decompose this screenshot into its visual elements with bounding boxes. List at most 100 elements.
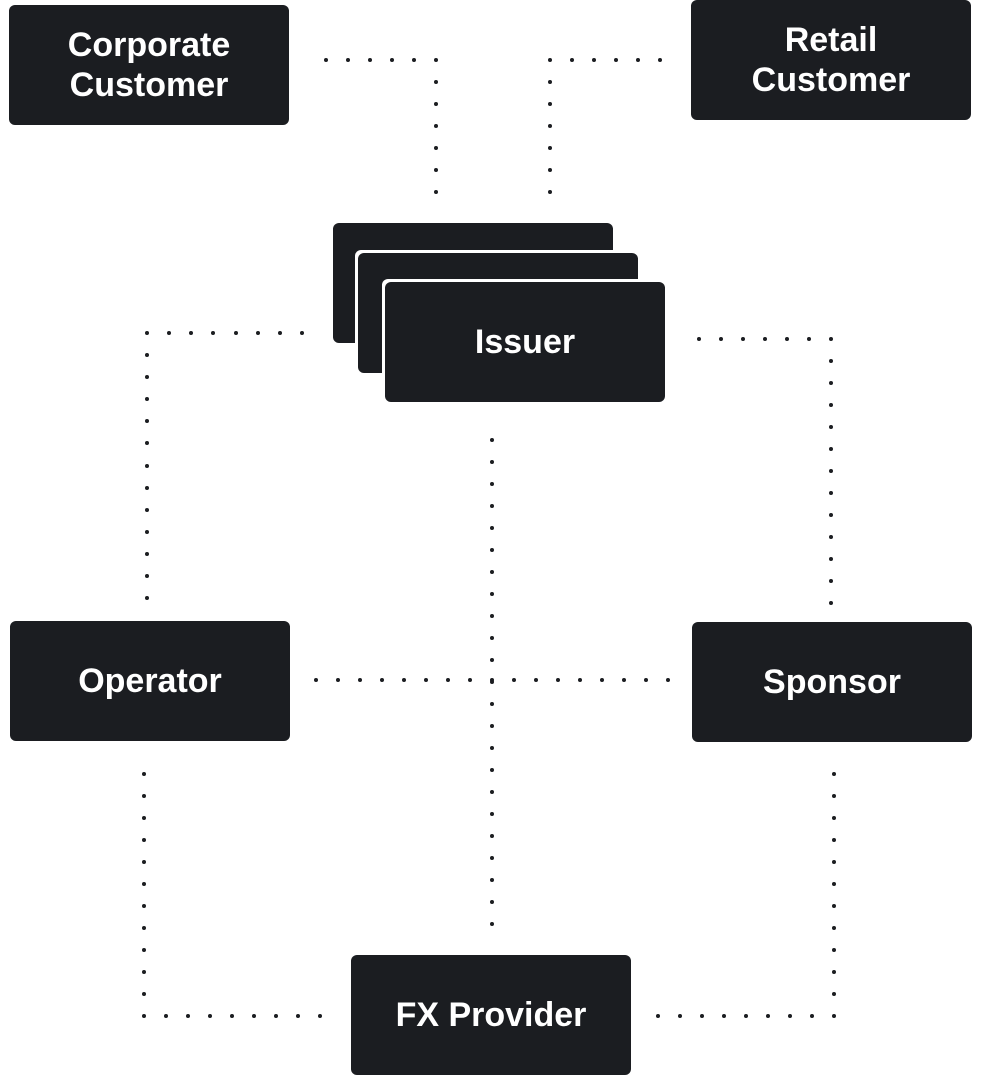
connector-dot [434, 80, 438, 84]
connector-dot [490, 482, 494, 486]
connector-dot [656, 1014, 660, 1018]
connector-dot [829, 601, 833, 605]
connector-dot [412, 58, 416, 62]
connector-dot [829, 381, 833, 385]
connector-dot [829, 337, 833, 341]
connector-dot [142, 838, 146, 842]
connector-dot [346, 58, 350, 62]
connector-dot [145, 596, 149, 600]
connector-dot [512, 678, 516, 682]
connector-dot [807, 337, 811, 341]
connector-dot [318, 1014, 322, 1018]
connector-dot [490, 878, 494, 882]
connector-dot [145, 464, 149, 468]
connector-dot [490, 636, 494, 640]
connector-dot [788, 1014, 792, 1018]
connector-dot [142, 882, 146, 886]
connector-corporate-to-issuer [324, 58, 438, 194]
connector-dot [145, 375, 149, 379]
connector-dot [145, 419, 149, 423]
connector-dot [145, 552, 149, 556]
connector-dot [490, 504, 494, 508]
connector-dot [434, 146, 438, 150]
connector-dot [636, 58, 640, 62]
connector-dot [142, 948, 146, 952]
connector-dot [402, 678, 406, 682]
connector-dot [490, 790, 494, 794]
connector-dot [490, 900, 494, 904]
connector-dot [832, 838, 836, 842]
connector-dot [832, 1014, 836, 1018]
connector-dot [142, 816, 146, 820]
connector-dot [548, 58, 552, 62]
node-label: Retail Customer [751, 21, 911, 99]
connector-retail-to-issuer [548, 58, 662, 194]
connector-dot [424, 678, 428, 682]
connector-dot [832, 794, 836, 798]
connector-dot [256, 331, 260, 335]
connector-dot [832, 926, 836, 930]
connector-dot [208, 1014, 212, 1018]
connector-dot [829, 425, 833, 429]
connector-dot [719, 337, 723, 341]
connector-dot [490, 658, 494, 662]
connector-dot [829, 557, 833, 561]
connector-dot [490, 614, 494, 618]
connector-sponsor-to-fx-provider [656, 772, 836, 1018]
connector-dot [614, 58, 618, 62]
connector-dot [142, 772, 146, 776]
node-label: Corporate Customer [67, 26, 231, 104]
node-fx-provider[interactable]: FX Provider [351, 955, 631, 1075]
connector-dot [324, 58, 328, 62]
connector-dot [211, 331, 215, 335]
connector-dot [145, 397, 149, 401]
connector-dot [829, 535, 833, 539]
connector-dot [490, 812, 494, 816]
node-sponsor[interactable]: Sponsor [692, 622, 972, 742]
connector-dot [722, 1014, 726, 1018]
node-label: FX Provider [395, 996, 587, 1034]
connector-dot [490, 548, 494, 552]
node-operator[interactable]: Operator [10, 621, 290, 741]
connector-dot [832, 904, 836, 908]
connector-dot [142, 926, 146, 930]
node-retail-customer[interactable]: Retail Customer [691, 0, 971, 120]
connector-dot [829, 513, 833, 517]
connector-dot [622, 678, 626, 682]
connector-dot [145, 441, 149, 445]
connector-dot [829, 403, 833, 407]
connector-dot [832, 816, 836, 820]
connector-dot [434, 58, 438, 62]
connector-dot [829, 359, 833, 363]
connector-dot [534, 678, 538, 682]
connector-dot [490, 526, 494, 530]
connector-dot [234, 331, 238, 335]
connector-dot [697, 337, 701, 341]
connector-dot [490, 834, 494, 838]
connector-dot [548, 80, 552, 84]
connector-dot [390, 58, 394, 62]
connector-dot [434, 124, 438, 128]
connector-dot [490, 768, 494, 772]
connector-dot [832, 970, 836, 974]
connector-dot [490, 922, 494, 926]
connector-dot [570, 58, 574, 62]
connector-dot [829, 447, 833, 451]
connector-dot [600, 678, 604, 682]
connector-dot [434, 168, 438, 172]
connector-dot [167, 331, 171, 335]
connector-dot [145, 331, 149, 335]
connector-dot [829, 491, 833, 495]
connector-dot [548, 146, 552, 150]
connector-dot [142, 794, 146, 798]
connector-dot [230, 1014, 234, 1018]
connector-dot [490, 702, 494, 706]
connector-dot [832, 860, 836, 864]
connector-dot [785, 337, 789, 341]
node-issuer[interactable]: Issuer [385, 282, 665, 402]
connector-dot [644, 678, 648, 682]
node-corporate-customer[interactable]: Corporate Customer [9, 5, 289, 125]
connector-dot [252, 1014, 256, 1018]
connector-dot [741, 337, 745, 341]
